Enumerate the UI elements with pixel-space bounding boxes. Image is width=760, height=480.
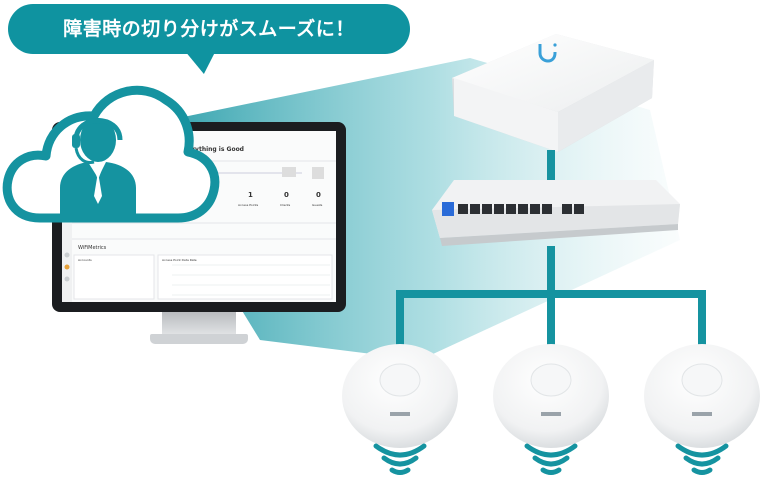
stat-value-access-points: 1 — [248, 191, 253, 199]
stat-value-clients: 0 — [284, 191, 289, 199]
stat-value-guests: 0 — [316, 191, 321, 199]
access-point-1 — [342, 344, 458, 448]
headline-text: 障害時の切り分けがスムーズに！ — [63, 18, 355, 40]
wifi-waves-icon — [373, 443, 427, 475]
gateway-device — [452, 34, 654, 152]
cloud-agent-icon — [2, 85, 220, 223]
access-point-3 — [644, 344, 760, 448]
stat-label-access-points: Access Points — [238, 203, 259, 207]
access-point-2 — [493, 344, 609, 448]
headline-bubble: 障害時の切り分けがスムーズに！ — [8, 4, 410, 54]
link-switch-trunk — [547, 246, 555, 296]
link-ap-2 — [547, 296, 555, 356]
link-horizontal-bus — [396, 290, 706, 298]
monitor-stand-neck — [162, 312, 236, 336]
ubiquiti-u-logo-icon — [538, 43, 557, 63]
link-ap-1 — [396, 290, 404, 356]
stat-label-clients: Clients — [280, 203, 291, 207]
poe-switch-device — [432, 180, 680, 246]
dashboard-section-title: WiFiMetrics — [78, 245, 107, 251]
stat-label-guests: Guests — [312, 203, 323, 207]
panel-title-data-rate: Access Point Data Rate — [162, 258, 197, 262]
link-gateway-switch — [547, 150, 555, 186]
link-ap-3 — [698, 290, 706, 356]
wifi-waves-icon — [524, 443, 578, 475]
panel-title-accounts: Accounts — [78, 258, 92, 262]
wifi-waves-icon — [675, 443, 729, 475]
monitor-stand-foot — [150, 334, 248, 344]
dashboard-status-title: Everything is Good — [180, 146, 244, 153]
